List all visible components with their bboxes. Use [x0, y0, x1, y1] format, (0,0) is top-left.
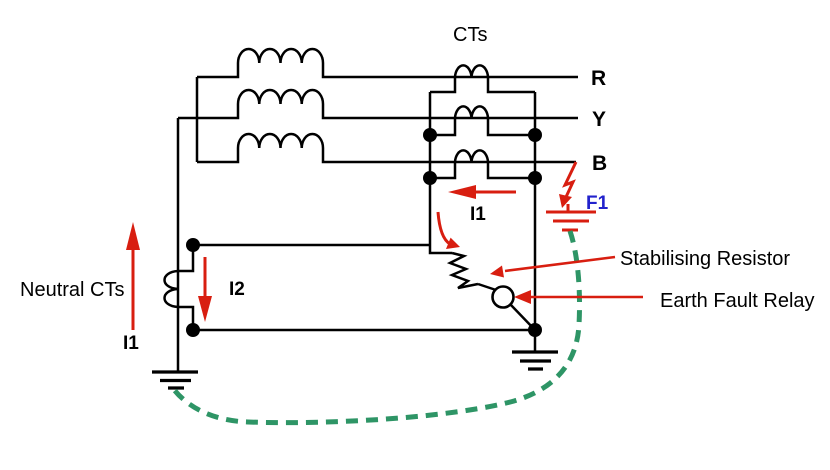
fault-lightning-arrowhead-icon — [559, 194, 572, 208]
winding-coil-y — [178, 88, 578, 120]
junction-dot — [186, 323, 200, 337]
ct-b-taps — [430, 162, 535, 180]
arrowhead-curved-icon — [446, 237, 460, 249]
current-arrow-curved — [436, 211, 451, 246]
stabilising-resistor — [446, 251, 479, 290]
winding-coil-r — [197, 47, 578, 79]
pointer-arrowhead-relay-icon — [514, 290, 531, 304]
ct-bus-left — [428, 92, 452, 255]
label-phase-r: R — [591, 67, 606, 90]
label-phase-y: Y — [592, 108, 606, 131]
label-earth-fault-relay: Earth Fault Relay — [660, 290, 815, 312]
junction-dot — [528, 323, 542, 337]
arrowhead-left-icon — [448, 185, 476, 199]
neutral-ct-secondary-top — [178, 243, 430, 273]
fault-ground — [546, 204, 596, 232]
junction-dot — [423, 171, 437, 185]
current-arrows — [126, 185, 643, 330]
relay-branch — [446, 251, 536, 331]
transformer-windings — [178, 47, 578, 164]
label-neutral-cts: Neutral CTs — [20, 279, 124, 301]
label-cts: CTs — [453, 24, 487, 46]
pointer-arrowhead-stabilising-icon — [490, 265, 504, 278]
pointer-line-stabilising — [504, 255, 616, 273]
label-i1-ct: I1 — [470, 204, 486, 225]
earth-grounds — [152, 350, 558, 390]
fault-lightning-icon — [562, 161, 578, 198]
labels: CTs R Y B F1 I1 I2 Neutral CTs I1 Stabil… — [20, 24, 815, 354]
neutral-ct-coil — [163, 269, 179, 309]
ct-y-taps — [430, 118, 535, 137]
label-fault-f1: F1 — [586, 193, 609, 214]
ground-right — [512, 350, 558, 371]
neutral-branch — [163, 118, 535, 372]
junction-dots — [186, 128, 542, 337]
ct-coil-b — [453, 149, 490, 163]
label-stabilising-resistor: Stabilising Resistor — [620, 248, 790, 270]
fault-current-path — [169, 230, 583, 426]
junction-dot — [528, 128, 542, 142]
label-phase-b: B — [592, 152, 607, 175]
ground-left — [152, 370, 198, 390]
junction-dot — [186, 238, 200, 252]
neutral-ct-secondary-bottom — [178, 305, 535, 332]
ct-coil-y — [453, 105, 490, 119]
earth-fault-relay — [491, 285, 515, 309]
arrowhead-down-icon — [198, 296, 212, 322]
ct-r-taps — [430, 77, 535, 94]
label-i1-neutral: I1 — [123, 333, 139, 354]
resistor-relay-link — [477, 282, 497, 292]
fault-f1 — [546, 161, 596, 232]
label-i2: I2 — [229, 279, 245, 300]
arrowhead-up-icon — [126, 222, 140, 250]
junction-dot — [423, 128, 437, 142]
junction-dot — [528, 171, 542, 185]
winding-coil-b — [197, 132, 576, 164]
ct-coil-r — [453, 64, 490, 78]
